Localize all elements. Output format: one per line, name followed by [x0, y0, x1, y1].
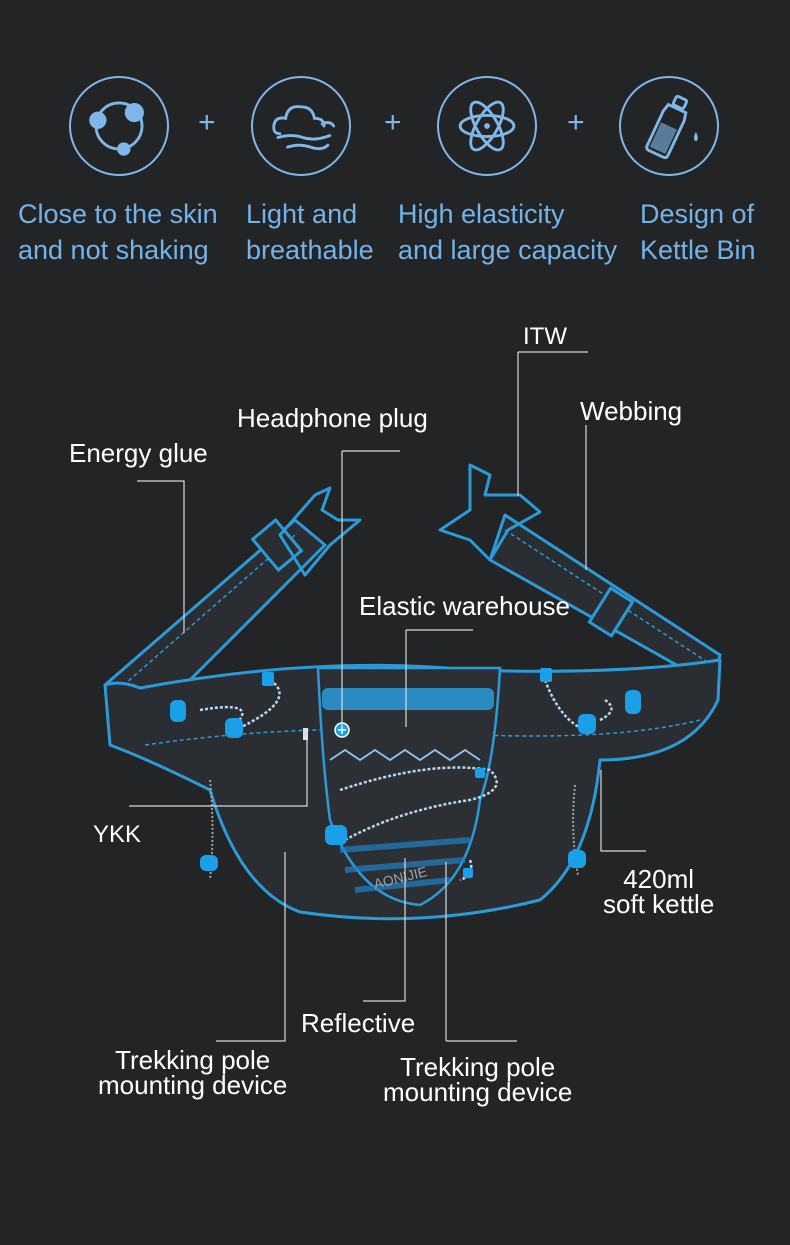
leader-lines — [129, 351, 646, 1042]
orbit-dots-icon — [89, 101, 144, 156]
plus-sign-2: + — [384, 106, 402, 139]
feature-label-elasticity: High elasticity and large capacity — [398, 196, 617, 268]
callout-line: soft kettle — [603, 889, 715, 919]
callout-soft-kettle: 420ml soft kettle — [603, 864, 715, 919]
plus-sign-3: + — [567, 106, 585, 139]
callout-ykk: YKK — [93, 821, 142, 848]
feature-label-line: Light and — [246, 199, 358, 229]
feature-label-line: Design of — [640, 199, 755, 229]
callout-line: mounting device — [98, 1070, 288, 1100]
water-bottle-icon — [645, 94, 698, 160]
callout-trekking-pole-right: Trekking pole mounting device — [383, 1052, 573, 1107]
callout-line: Trekking pole — [400, 1052, 556, 1082]
callout-energy-glue: Energy glue — [69, 438, 208, 468]
feature-label-line: breathable — [246, 235, 374, 265]
feature-label-kettle: Design of Kettle Bin — [640, 196, 756, 268]
callout-reflective: Reflective — [301, 1008, 416, 1038]
waist-belt-diagram: AONIJIE — [103, 351, 722, 1042]
callout-headphone-plug: Headphone plug — [237, 403, 428, 433]
atom-icon — [458, 100, 516, 152]
feature-label-skin: Close to the skin and not shaking — [18, 196, 218, 268]
callout-line: mounting device — [383, 1077, 573, 1107]
feature-icon-breathable — [251, 76, 351, 176]
callout-elastic-warehouse: Elastic warehouse — [359, 591, 570, 621]
feature-label-line: and large capacity — [398, 235, 618, 265]
belt-body: AONIJIE — [103, 463, 722, 921]
callout-itw: ITW — [523, 323, 567, 350]
cloud-wind-icon — [272, 105, 336, 151]
feature-label-line: Kettle Bin — [640, 235, 756, 265]
callout-trekking-pole-left: Trekking pole mounting device — [98, 1045, 288, 1100]
feature-label-breathable: Light and breathable — [246, 196, 374, 268]
plus-sign-1: + — [198, 106, 216, 139]
feature-icon-elasticity — [437, 76, 537, 176]
feature-label-line: and not shaking — [18, 235, 209, 265]
callout-webbing: Webbing — [580, 396, 683, 426]
callout-line: Trekking pole — [115, 1045, 271, 1075]
callout-line: 420ml — [623, 864, 695, 894]
feature-label-line: High elasticity — [398, 199, 565, 229]
feature-label-line: Close to the skin — [18, 199, 218, 229]
feature-icon-kettle — [619, 76, 719, 176]
feature-icon-skin — [69, 76, 169, 176]
